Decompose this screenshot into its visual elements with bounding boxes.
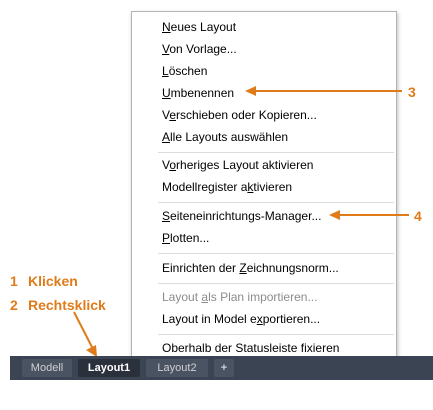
- step-2-label: Rechtsklick: [28, 297, 106, 313]
- step-1-number: 1: [10, 273, 18, 289]
- menu-item-als-plan-importieren: Layout als Plan importieren...: [162, 290, 318, 304]
- tab-layout1[interactable]: Layout1: [78, 359, 140, 377]
- menu-separator: [158, 253, 394, 254]
- menu-item-zeichnungsnorm[interactable]: Einrichten der Zeichnungsnorm...: [162, 261, 339, 275]
- menu-separator: [158, 152, 394, 153]
- menu-item-plotten[interactable]: Plotten...: [162, 231, 210, 245]
- layout-tab-bar: Modell Layout1 Layout2 +: [10, 356, 433, 380]
- arrow-click-icon: [73, 311, 97, 357]
- tab-layout2[interactable]: Layout2: [146, 359, 208, 377]
- menu-item-modellregister[interactable]: Modellregister aktivieren: [162, 180, 293, 194]
- menu-item-loeschen[interactable]: Löschen: [162, 64, 208, 78]
- menu-separator: [158, 202, 394, 203]
- add-tab-button[interactable]: +: [214, 359, 234, 377]
- menu-item-alle-layouts[interactable]: Alle Layouts auswählen: [162, 130, 289, 144]
- menu-item-verschieben-kopieren[interactable]: Verschieben oder Kopieren...: [162, 108, 317, 122]
- arrow-3-icon: [245, 86, 402, 96]
- context-menu: Neues Layout Von Vorlage... Löschen Umbe…: [131, 11, 397, 359]
- menu-separator: [158, 283, 394, 284]
- arrow-4-icon: [329, 210, 409, 220]
- menu-item-vorheriges-layout[interactable]: Vorheriges Layout aktivieren: [162, 158, 314, 172]
- menu-item-neues-layout[interactable]: Neues Layout: [162, 20, 237, 34]
- menu-item-umbenennen[interactable]: Umbenennen: [162, 86, 235, 100]
- menu-item-exportieren[interactable]: Layout in Model exportieren...: [162, 312, 321, 326]
- callout-3: 3: [408, 84, 416, 100]
- tab-modell[interactable]: Modell: [22, 359, 72, 377]
- step-1-label: Klicken: [28, 273, 78, 289]
- step-2-number: 2: [10, 297, 18, 313]
- menu-separator: [158, 334, 394, 335]
- menu-item-seiteneinrichtungs-manager[interactable]: Seiteneinrichtungs-Manager...: [162, 209, 322, 223]
- menu-item-statusleiste-fixieren[interactable]: Oberhalb der Statusleiste fixieren: [162, 341, 340, 355]
- menu-item-von-vorlage[interactable]: Von Vorlage...: [162, 42, 237, 56]
- callout-4: 4: [414, 208, 422, 224]
